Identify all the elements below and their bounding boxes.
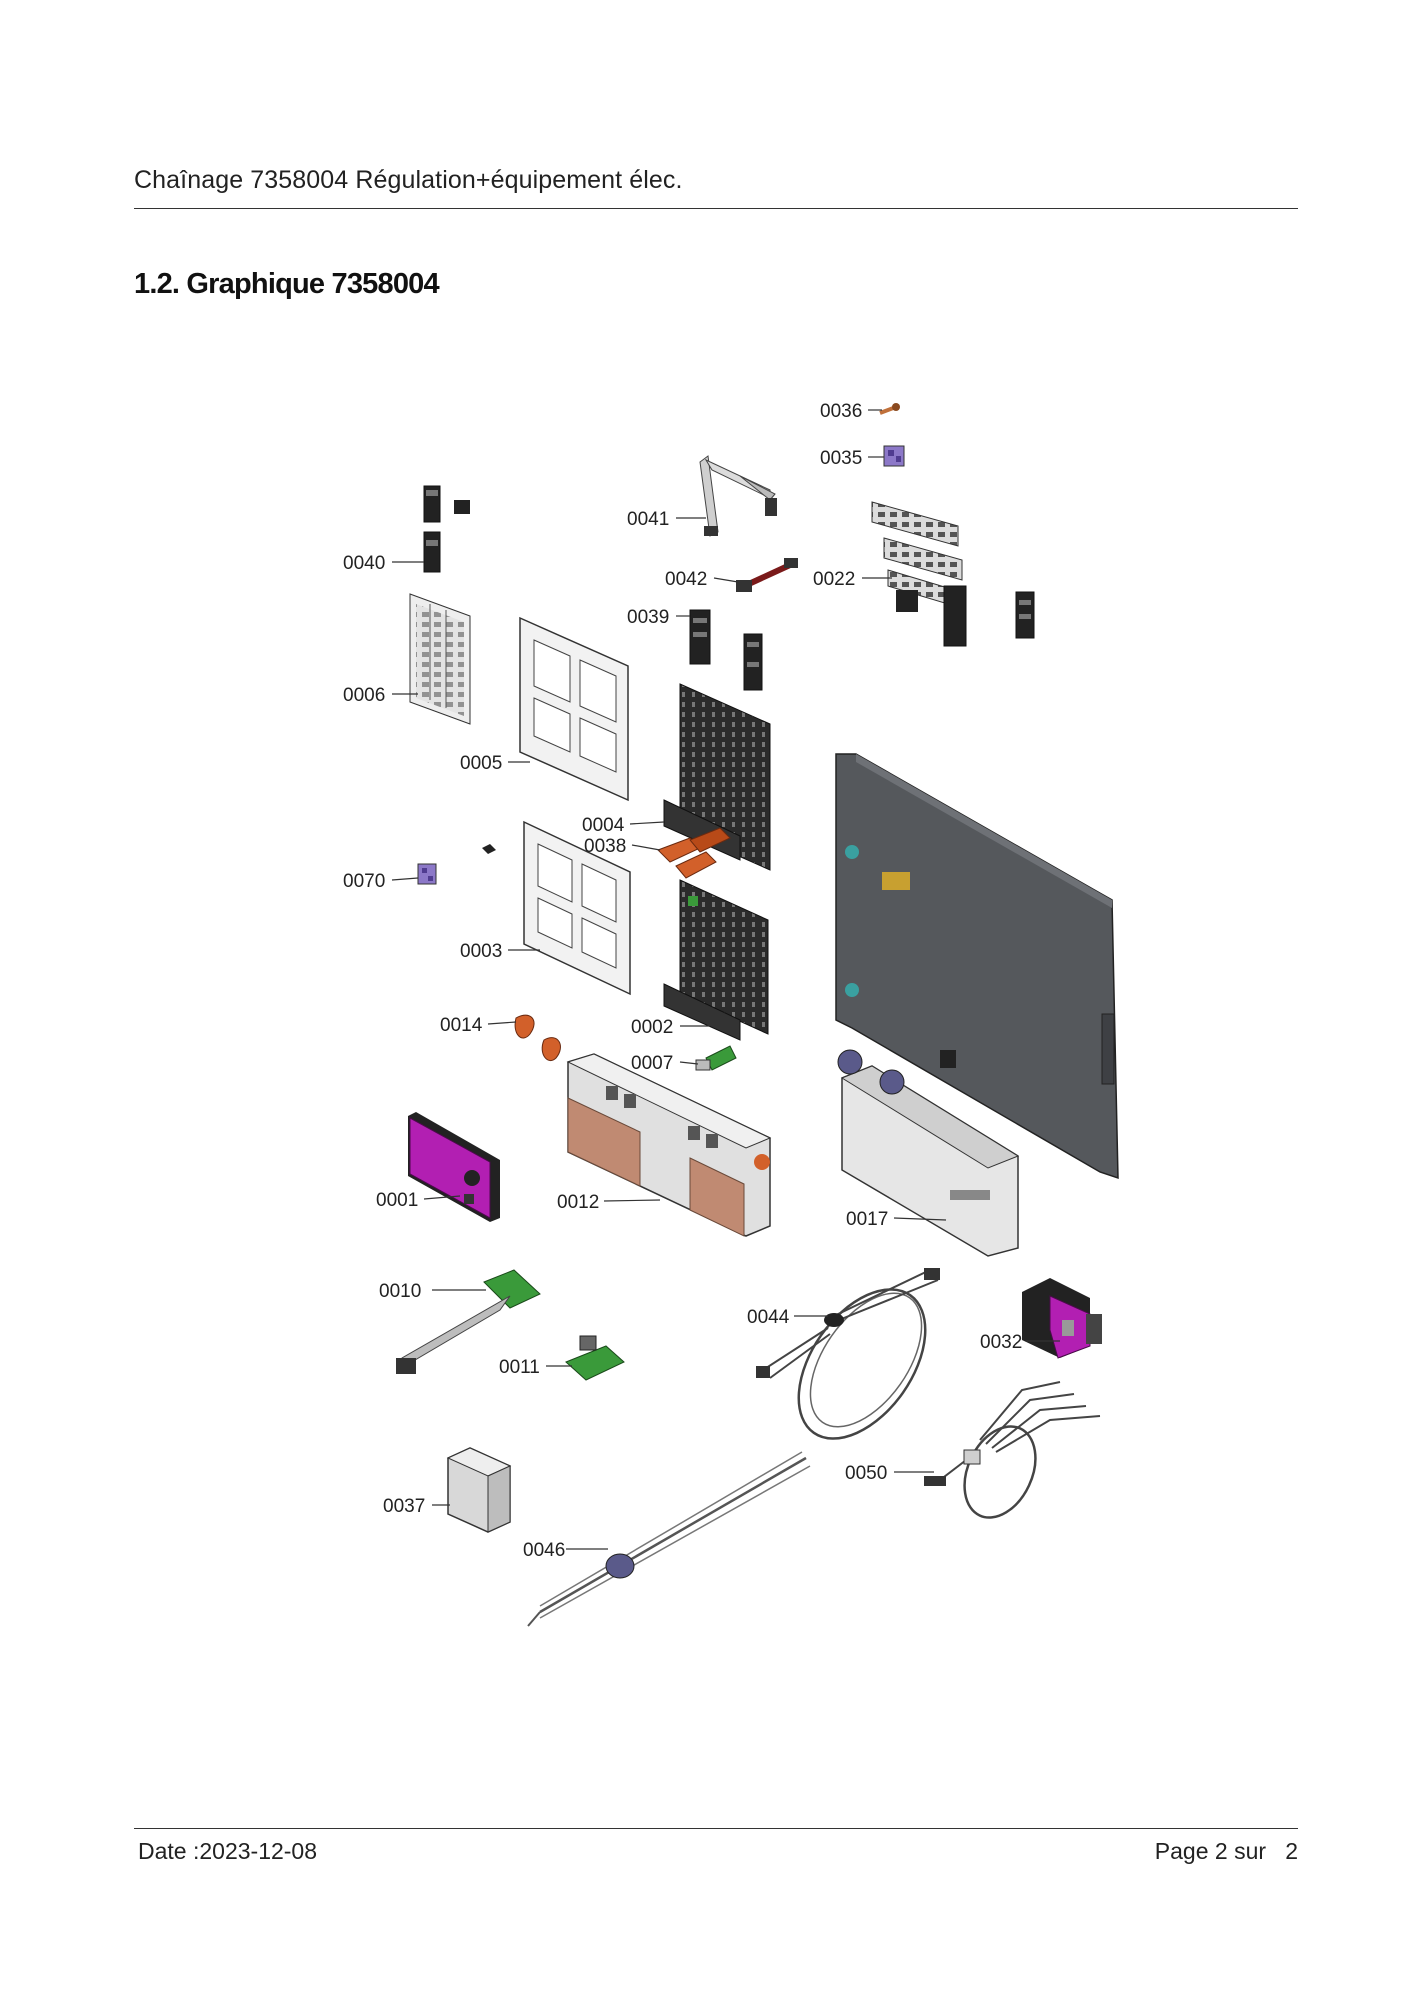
callout-0050: 0050	[845, 1463, 887, 1484]
leader-lines	[391, 409, 1060, 1550]
part-0070	[417, 844, 496, 885]
callout-0036: 0036	[820, 401, 862, 422]
part-0007	[695, 1045, 737, 1071]
callout-0044: 0044	[747, 1307, 790, 1328]
part-0039	[689, 609, 763, 691]
callout-0001: 0001	[376, 1190, 418, 1211]
callout-0011: 0011	[499, 1357, 540, 1378]
part-0032	[1022, 1278, 1102, 1359]
part-0036	[879, 403, 900, 415]
part-0002	[663, 879, 769, 1041]
callout-labels: 0036 0035 0041 0040 0042 0022 0039 0006 …	[343, 401, 1022, 1561]
callout-0037: 0037	[383, 1496, 425, 1517]
part-0038	[657, 827, 731, 879]
callout-0006: 0006	[343, 685, 385, 706]
part-0004	[663, 683, 771, 871]
mounting-plate	[835, 753, 1119, 1180]
callout-0038: 0038	[584, 836, 626, 857]
part-0046	[527, 1451, 811, 1627]
part-0044	[756, 1268, 940, 1440]
part-0050	[924, 1381, 1101, 1519]
part-0040	[423, 485, 470, 573]
callout-0042: 0042	[665, 569, 707, 590]
part-0006	[409, 593, 471, 725]
callout-0003: 0003	[460, 941, 502, 962]
document-header: Chaînage 7358004 Régulation+équipement é…	[134, 166, 683, 194]
part-0005	[519, 616, 629, 802]
callout-0004: 0004	[582, 815, 625, 836]
part-0017	[837, 1049, 1020, 1257]
part-0001	[408, 1112, 500, 1222]
callout-0039: 0039	[627, 607, 669, 628]
callout-0046: 0046	[523, 1540, 565, 1561]
footer-page-number: Page 2 sur 2	[1154, 1838, 1298, 1864]
footer-date: Date :2023-12-08	[138, 1838, 318, 1864]
callout-0014: 0014	[440, 1015, 483, 1036]
callout-0035: 0035	[820, 448, 862, 469]
callout-0007: 0007	[631, 1053, 673, 1074]
callout-0041: 0041	[627, 509, 669, 530]
callout-0032: 0032	[980, 1332, 1022, 1353]
part-0010	[396, 1269, 541, 1374]
callout-0017: 0017	[846, 1209, 888, 1230]
part-0014	[514, 1014, 561, 1062]
part-0042	[736, 558, 798, 592]
part-0041	[699, 455, 777, 537]
callout-0040: 0040	[343, 553, 385, 574]
part-0022	[871, 501, 1035, 647]
part-0011	[565, 1335, 625, 1381]
header-rule	[134, 208, 1298, 209]
part-0003	[523, 820, 631, 996]
section-title: 1.2. Graphique 7358004	[134, 268, 440, 300]
part-0037	[446, 1447, 512, 1533]
callout-0070: 0070	[343, 871, 385, 892]
part-0035	[883, 445, 905, 467]
part-0012	[566, 1053, 772, 1237]
callout-0005: 0005	[460, 753, 502, 774]
callout-0012: 0012	[557, 1192, 599, 1213]
callout-0002: 0002	[631, 1017, 673, 1038]
callout-0010: 0010	[379, 1281, 421, 1302]
footer-rule	[134, 1828, 1298, 1829]
callout-0022: 0022	[813, 569, 855, 590]
